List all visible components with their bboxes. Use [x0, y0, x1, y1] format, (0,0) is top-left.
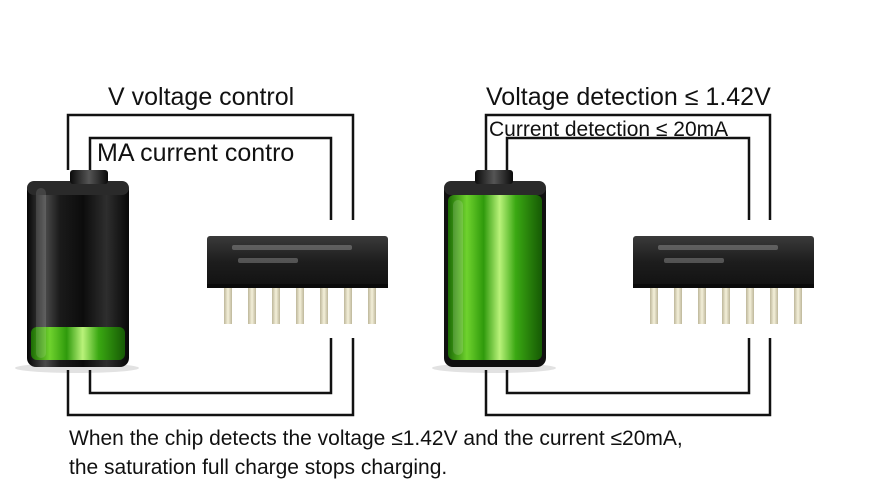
right-chip	[633, 236, 814, 324]
left-voltage-wire-top	[66, 113, 355, 220]
left-chip	[207, 236, 388, 324]
wires	[66, 113, 772, 417]
left-battery	[15, 170, 139, 373]
left-current-wire-bottom	[88, 338, 333, 395]
caption-line-1: When the chip detects the voltage ≤1.42V…	[69, 427, 683, 450]
left-current-label: MA current contro	[97, 139, 295, 167]
caption-line-2: the saturation full charge stops chargin…	[69, 456, 448, 479]
left-chip-marking	[232, 245, 352, 263]
right-chip-pins	[650, 284, 802, 324]
left-voltage-wire-bottom	[66, 338, 355, 417]
left-chip-pins	[224, 284, 376, 324]
right-voltage-label: Voltage detection ≤ 1.42V	[486, 83, 771, 111]
left-battery-charge-fill	[31, 327, 125, 360]
right-current-label: Current detection ≤ 20mA	[489, 118, 729, 141]
right-current-wire-bottom	[505, 338, 751, 395]
right-chip-marking	[658, 245, 778, 263]
right-current-wire-top	[505, 136, 751, 220]
left-voltage-label: V voltage control	[108, 83, 295, 111]
right-voltage-wire-top	[484, 113, 772, 220]
right-battery-charge-fill	[448, 195, 542, 360]
right-voltage-wire-bottom	[484, 338, 772, 417]
caption: When the chip detects the voltage ≤1.42V…	[69, 424, 683, 482]
left-current-wire-top	[88, 136, 333, 220]
right-battery	[432, 170, 556, 373]
